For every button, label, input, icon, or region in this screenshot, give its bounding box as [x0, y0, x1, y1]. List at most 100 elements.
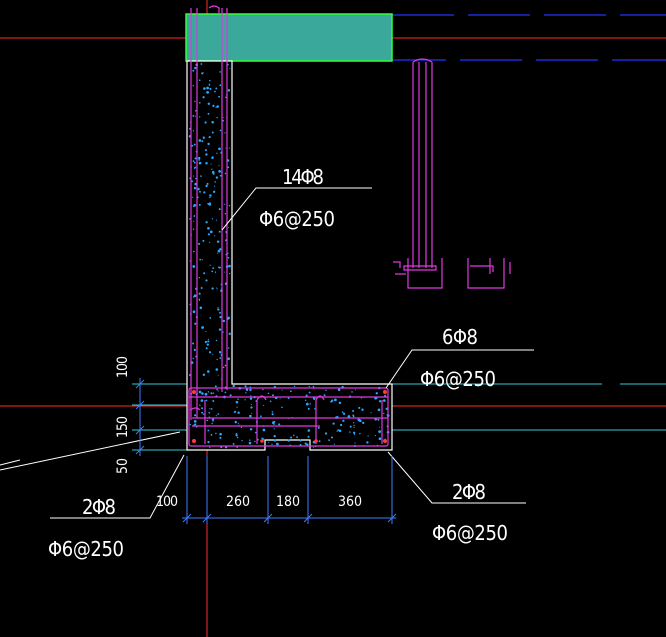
- aggregate-speck: [191, 180, 194, 183]
- leader-left-stray: [0, 431, 181, 471]
- aggregate-speck: [338, 429, 342, 433]
- aggregate-speck: [218, 95, 221, 98]
- aggregate-speck: [189, 423, 192, 426]
- aggregate-speck: [227, 316, 230, 320]
- aggregate-speck: [222, 319, 226, 323]
- aggregate-speck: [211, 120, 214, 124]
- aggregate-speck: [217, 249, 221, 253]
- aggregate-speck: [228, 272, 231, 275]
- aggregate-speck: [273, 423, 275, 426]
- aggregate-speck: [204, 392, 208, 396]
- aggregate-speck: [382, 399, 386, 402]
- aggregate-speck: [215, 87, 218, 90]
- beam-stirrup-left: [204, 395, 267, 444]
- aggregate-speck: [215, 219, 217, 221]
- aggregate-speck: [194, 414, 197, 417]
- aggregate-speck: [218, 147, 221, 151]
- aggregate-speck: [249, 397, 253, 400]
- aggregate-speck: [336, 430, 338, 432]
- aggregate-speck: [224, 172, 227, 175]
- aggregate-speck: [250, 406, 253, 409]
- aggregate-speck: [204, 340, 208, 344]
- aggregate-speck: [193, 175, 195, 177]
- aggregate-speck: [349, 431, 351, 433]
- aggregate-speck: [227, 227, 229, 229]
- aggregate-speck: [192, 205, 195, 208]
- aggregate-speck: [235, 400, 239, 404]
- aggregate-speck: [192, 265, 196, 268]
- wall-rebar-right: [221, 8, 228, 392]
- aggregate-speck: [375, 392, 378, 395]
- aggregate-speck: [202, 136, 205, 139]
- aggregate-speck: [210, 392, 213, 395]
- aggregate-speck: [195, 115, 196, 117]
- aggregate-speck: [304, 399, 307, 401]
- aggregate-speck: [207, 429, 210, 432]
- aggregate-speck: [338, 401, 342, 405]
- aggregate-speck: [205, 347, 208, 350]
- aggregate-speck: [377, 408, 381, 412]
- aggregate-speck: [249, 388, 252, 392]
- aggregate-speck: [205, 399, 208, 402]
- aggregate-speck: [194, 322, 197, 325]
- aggregate-speck: [325, 389, 327, 391]
- aggregate-speck: [199, 258, 202, 261]
- aggregate-speck: [219, 311, 221, 314]
- aggregate-speck: [374, 418, 377, 421]
- aggregate-speck: [192, 85, 194, 87]
- aggregate-speck: [222, 366, 225, 369]
- aggregate-speck: [203, 272, 206, 275]
- aggregate-speck: [209, 87, 212, 90]
- aggregate-speck: [193, 215, 196, 217]
- aggregate-speck: [352, 410, 355, 412]
- aggregate-speck: [192, 160, 195, 162]
- aggregate-speck: [209, 317, 212, 319]
- aggregate-speck: [211, 287, 214, 290]
- aggregate-speck: [214, 271, 217, 273]
- aggregate-speck: [205, 279, 208, 282]
- aggregate-speck: [219, 315, 222, 319]
- aggregate-speck: [328, 439, 330, 441]
- label-beam-top-stirrups: Φ6@250: [420, 367, 496, 391]
- aggregate-speck: [197, 188, 200, 191]
- aggregate-speck: [378, 426, 380, 428]
- aggregate-speck: [250, 404, 252, 406]
- aggregate-speck: [202, 239, 205, 242]
- aggregate-speck: [276, 442, 279, 446]
- aggregate-speck: [203, 191, 206, 194]
- aggregate-speck: [214, 235, 216, 237]
- aggregate-speck: [229, 394, 232, 397]
- aggregate-speck: [199, 306, 203, 310]
- aggregate-speck: [244, 399, 246, 401]
- aggregate-speck: [241, 439, 243, 442]
- aggregate-speck: [287, 439, 290, 442]
- aggregate-speck: [210, 163, 212, 165]
- aggregate-speck: [207, 340, 210, 343]
- aggregate-speck: [237, 411, 240, 414]
- aggregate-speck: [296, 436, 298, 438]
- aggregate-speck: [210, 408, 213, 410]
- aggregate-speck: [305, 394, 308, 397]
- aggregate-speck: [254, 440, 256, 443]
- aggregate-speck: [353, 433, 356, 435]
- rebar-cage: [188, 5, 389, 447]
- aggregate-speck: [202, 373, 206, 377]
- aggregate-speck: [194, 100, 196, 103]
- aggregate-speck: [227, 347, 230, 349]
- aggregate-speck: [267, 392, 270, 395]
- aggregate-speck: [211, 270, 214, 273]
- aggregate-speck: [337, 429, 340, 432]
- leader-lines: [0, 187, 534, 519]
- aggregate-speck: [198, 159, 201, 161]
- dimension-lines: [135, 378, 397, 524]
- concrete-section: [186, 60, 393, 451]
- aggregate-speck: [273, 439, 277, 442]
- aggregate-speck: [216, 287, 218, 289]
- label-beam-left-bars: 2Φ8: [82, 495, 116, 519]
- aggregate-speck: [217, 306, 219, 309]
- aggregate-speck: [378, 430, 381, 433]
- aggregate-speck: [199, 404, 201, 406]
- aggregate-speck: [378, 400, 382, 403]
- aggregate-speck: [198, 203, 201, 206]
